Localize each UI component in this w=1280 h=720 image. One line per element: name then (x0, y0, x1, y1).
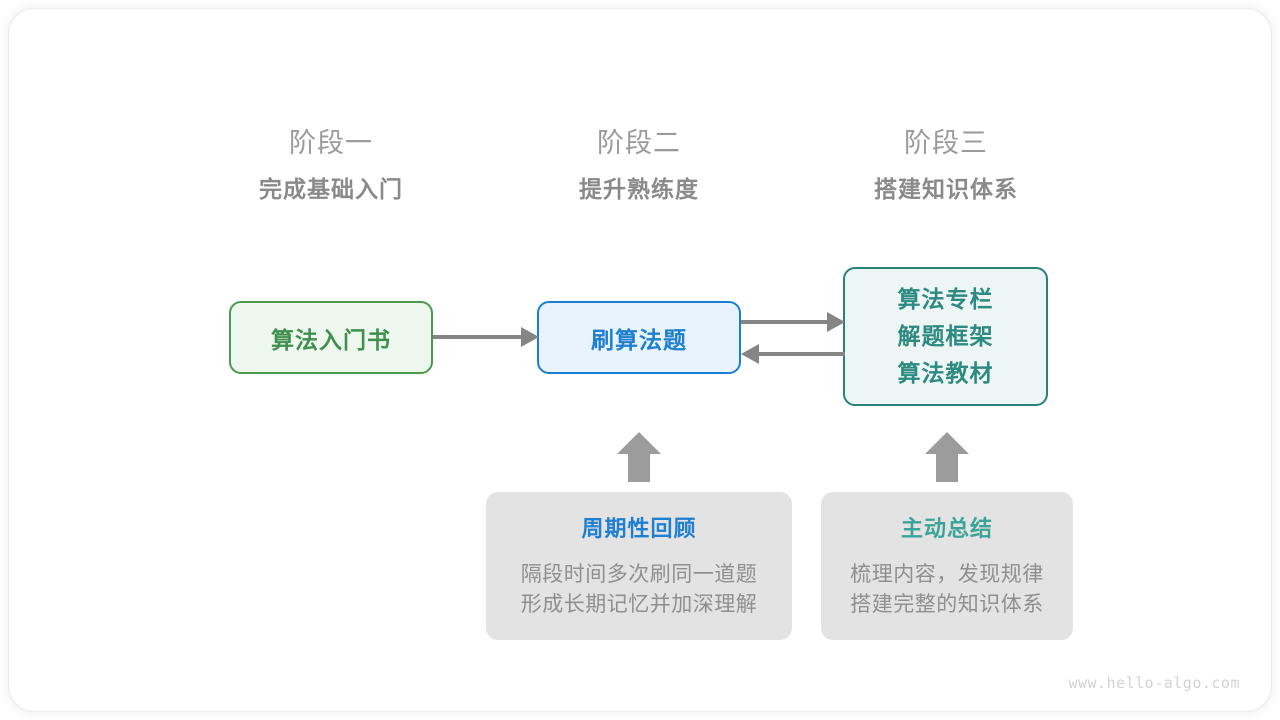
stage-header-3: 阶段三 搭建知识体系 (816, 126, 1076, 205)
arrow-book-to-practice (433, 327, 539, 347)
stage-2-number: 阶段二 (597, 128, 681, 158)
info-box-active-summary-body: 梳理内容，发现规律 搭建完整的知识体系 (821, 560, 1073, 620)
watermark: www.hello-algo.com (1068, 674, 1240, 692)
info-box-active-summary[interactable]: 主动总结 梳理内容，发现规律 搭建完整的知识体系 (821, 492, 1073, 640)
arrow-review-up (617, 432, 661, 482)
info-box-periodic-review[interactable]: 周期性回顾 隔段时间多次刷同一道题 形成长期记忆并加深理解 (486, 492, 792, 640)
node-practice-problems-label: 刷算法题 (591, 326, 687, 353)
node-intro-book-label: 算法入门书 (271, 326, 391, 353)
arrow-practice-to-system (741, 312, 845, 332)
node-knowledge-system[interactable]: 算法专栏 解题框架 算法教材 (843, 267, 1048, 406)
info-box-active-summary-title: 主动总结 (900, 516, 993, 541)
info-box-active-summary-body-line-2: 搭建完整的知识体系 (850, 593, 1044, 616)
node-knowledge-system-line-3: 算法教材 (897, 360, 994, 386)
node-knowledge-system-line-1: 算法专栏 (897, 286, 994, 312)
stage-header-1: 阶段一 完成基础入门 (201, 126, 461, 205)
arrow-system-to-practice (741, 344, 845, 364)
info-box-periodic-review-body-line-2: 形成长期记忆并加深理解 (520, 593, 758, 616)
info-box-periodic-review-body-line-1: 隔段时间多次刷同一道题 (520, 563, 758, 586)
stage-3-number: 阶段三 (904, 128, 988, 158)
node-practice-problems[interactable]: 刷算法题 (537, 301, 741, 374)
node-knowledge-system-line-2: 解题框架 (897, 323, 994, 349)
stage-1-title: 完成基础入门 (259, 176, 403, 202)
info-box-periodic-review-body: 隔段时间多次刷同一道题 形成长期记忆并加深理解 (486, 560, 792, 620)
stage-header-2: 阶段二 提升熟练度 (509, 126, 769, 205)
arrow-summary-up (925, 432, 969, 482)
stage-2-title: 提升熟练度 (579, 176, 699, 202)
node-intro-book[interactable]: 算法入门书 (229, 301, 433, 374)
info-box-active-summary-body-line-1: 梳理内容，发现规律 (850, 563, 1044, 586)
info-box-periodic-review-title: 周期性回顾 (581, 516, 697, 541)
stage-3-title: 搭建知识体系 (874, 176, 1018, 202)
stage-1-number: 阶段一 (289, 128, 373, 158)
